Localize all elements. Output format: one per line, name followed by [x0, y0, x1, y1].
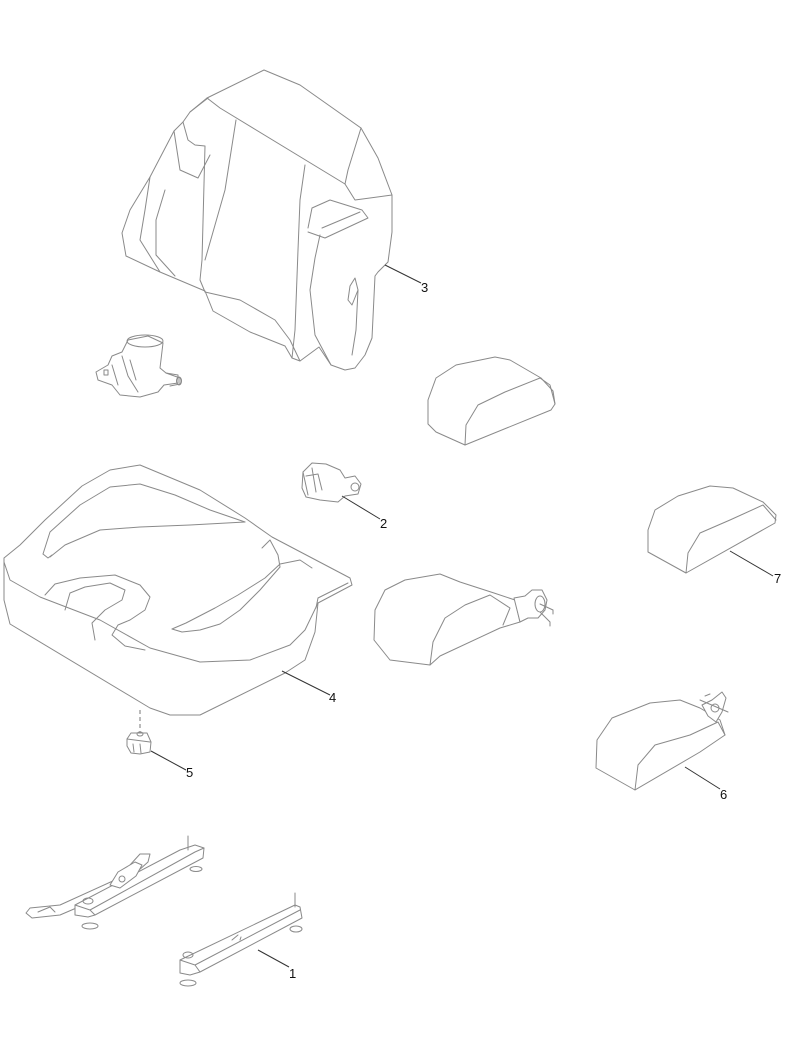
callout-1: 1 — [289, 966, 297, 981]
seat-switch[interactable] — [126, 731, 187, 771]
armrest-left[interactable] — [373, 573, 554, 666]
seat-slide-rails[interactable] — [25, 835, 303, 987]
callout-7: 7 — [774, 571, 782, 586]
callout-3: 3 — [421, 280, 429, 295]
seat-belt-buckle[interactable] — [301, 462, 381, 520]
armrest-pad[interactable] — [647, 485, 777, 577]
seat-back-cushion[interactable] — [121, 69, 422, 371]
seat-bottom-cushion[interactable] — [3, 464, 353, 740]
callout-2: 2 — [380, 516, 388, 531]
callout-5: 5 — [186, 765, 194, 780]
callout-4: 4 — [329, 690, 337, 705]
callout-6: 6 — [720, 787, 728, 802]
armrest-right[interactable] — [595, 691, 729, 791]
seat-belt-retractor[interactable] — [95, 334, 182, 398]
armrest-pad-upper[interactable] — [427, 356, 556, 446]
